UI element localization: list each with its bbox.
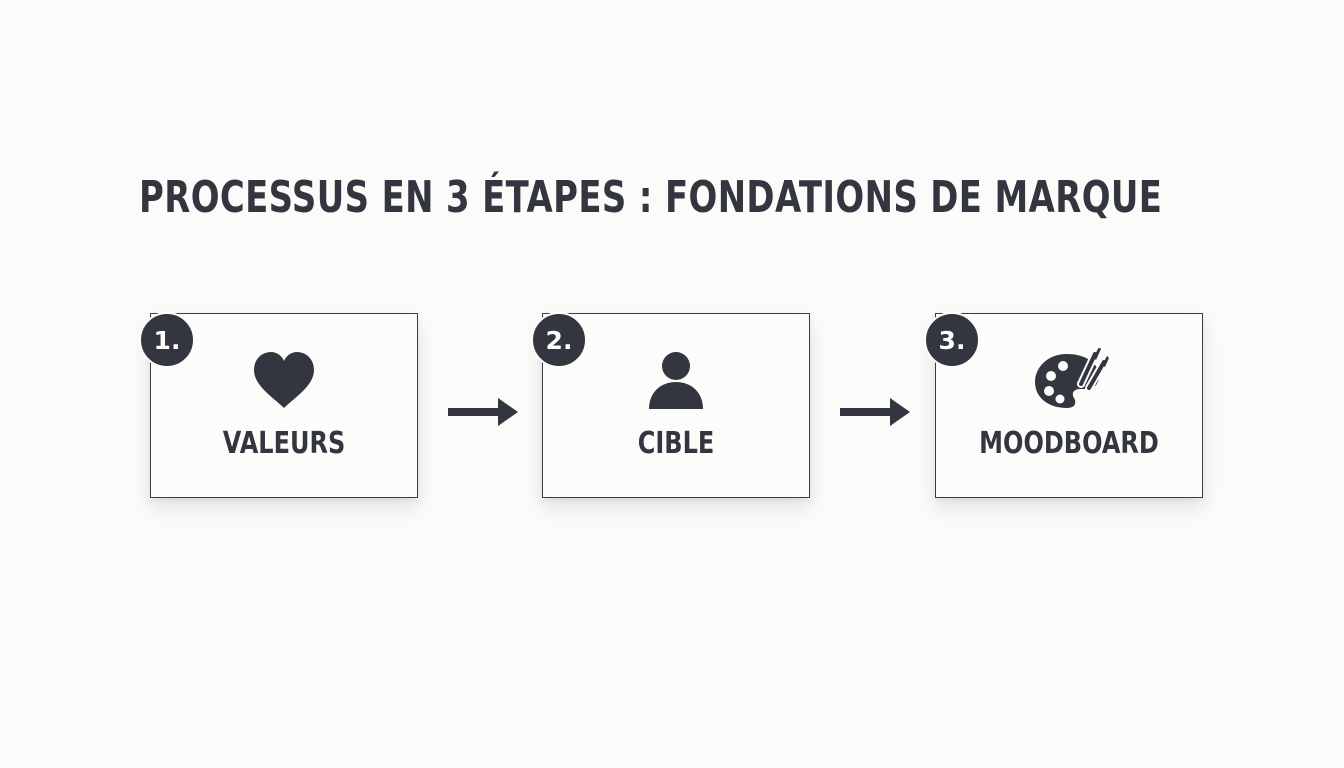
step-box-valeurs: 1. VALEURS [139,312,418,498]
step-number-badge: 1. [139,312,195,368]
user-icon [649,352,703,409]
diagram-title: PROCESSUS EN 3 ÉTAPES : FONDATIONS DE MA… [139,172,1163,223]
step-number-badge: 3. [924,312,980,368]
arrow-right-icon [840,398,910,426]
step-box-cible: 2. CIBLE [531,312,810,498]
heart-icon [254,352,314,408]
step-box-moodboard: 3. MOODBOARD [924,312,1203,498]
arrow-right-icon [448,398,518,426]
step-label: MOODBOARD [979,426,1159,461]
palette-icon [1035,348,1109,408]
step-number-badge: 2. [531,312,587,368]
step-label: VALEURS [222,426,346,461]
step-label: CIBLE [637,426,715,461]
